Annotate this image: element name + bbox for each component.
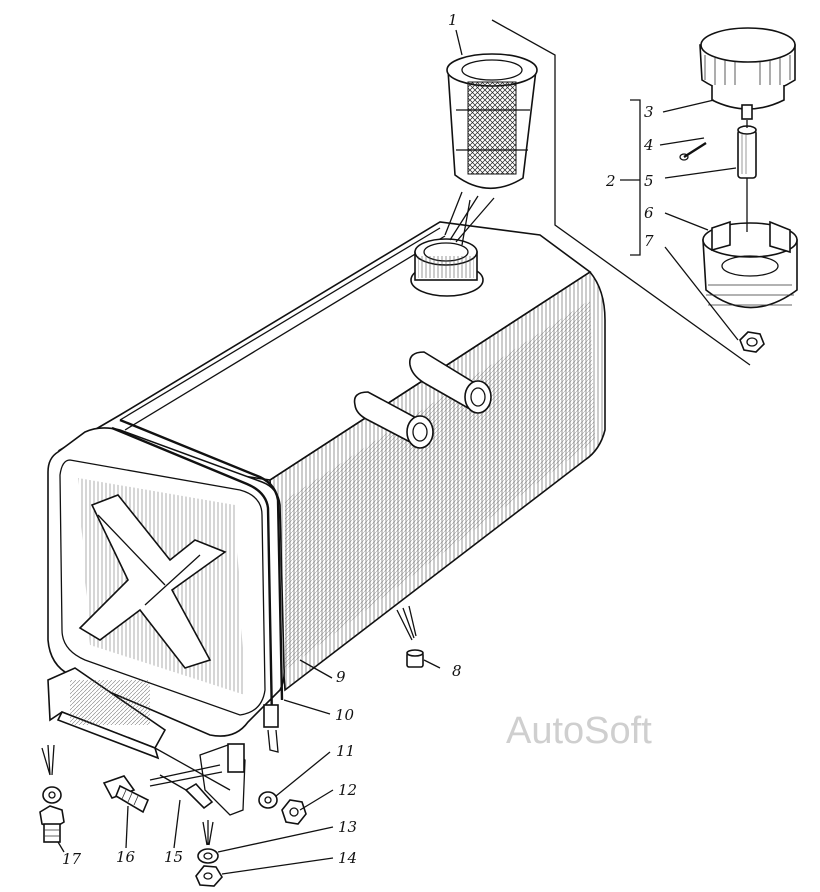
direction-rays	[41, 605, 417, 846]
callout-1: 1	[448, 11, 458, 29]
filler-cap-3	[699, 27, 796, 120]
callout-labels: 1 2 3 4 5 6 7 8 9 10 11 12 13 14 15 16 1…	[62, 11, 654, 868]
washer-13	[197, 848, 219, 864]
callout-14: 14	[338, 849, 357, 867]
plug-8	[406, 649, 424, 668]
filler-neck	[410, 238, 484, 297]
nut-7	[739, 331, 765, 353]
nut-12	[281, 799, 307, 825]
callout-5: 5	[644, 172, 654, 190]
nut-14	[195, 865, 223, 887]
washer-17-top	[42, 786, 62, 804]
callout-17: 17	[62, 850, 82, 868]
callout-16: 16	[116, 848, 136, 866]
tank-strap	[111, 418, 284, 753]
callout-9: 9	[336, 668, 346, 686]
callout-15: 15	[164, 848, 183, 866]
callout-12: 12	[338, 781, 357, 799]
callout-10: 10	[335, 706, 355, 724]
rod-5	[737, 125, 757, 179]
fuel-tank-body	[47, 221, 606, 737]
callout-11: 11	[336, 742, 355, 760]
callout-6: 6	[644, 204, 654, 222]
cap-body-6	[702, 220, 798, 309]
callout-7: 7	[644, 232, 654, 250]
cotter-pin-4	[679, 141, 707, 161]
callout-2: 2	[605, 172, 616, 190]
filter-strainer-1	[444, 53, 538, 243]
callout-3: 3	[644, 103, 654, 121]
bolt-17	[39, 805, 65, 843]
watermark: AutoSoft	[506, 710, 652, 752]
callout-4: 4	[643, 136, 654, 154]
mounting-bracket	[47, 667, 246, 816]
assembly-guide-lines	[461, 19, 751, 366]
bolt-16	[102, 775, 150, 814]
washer-11	[258, 791, 278, 809]
leader-lines	[57, 29, 739, 875]
callout-8: 8	[452, 662, 462, 680]
callout-13: 13	[338, 818, 357, 836]
pipe-fittings	[353, 351, 492, 449]
